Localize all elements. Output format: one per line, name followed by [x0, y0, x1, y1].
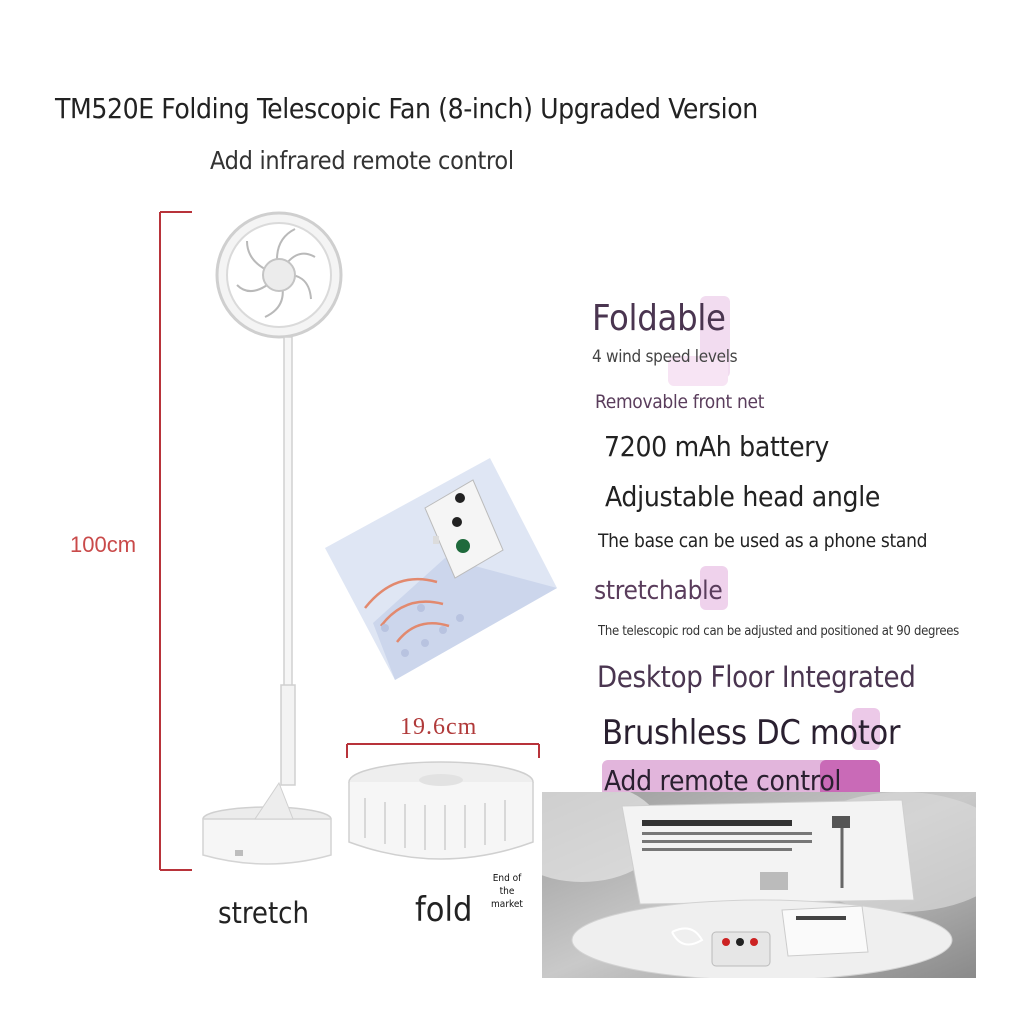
width-dimension-bracket [346, 743, 540, 758]
feature-stretchable: stretchable [594, 576, 723, 606]
package-photo [542, 792, 976, 978]
accent-blob [700, 566, 728, 610]
accent-blob [820, 760, 880, 798]
folded-fan-icon [348, 761, 534, 860]
feature-battery: 7200 mAh battery [604, 430, 829, 463]
feature-telescopic-rod: The telescopic rod can be adjusted and p… [598, 624, 959, 639]
accent-blob [852, 708, 880, 750]
feature-brushless-motor: Brushless DC motor [602, 713, 901, 753]
infrared-signal-icon [364, 577, 450, 643]
remote-control-panel [325, 458, 557, 680]
height-dimension-bracket [159, 211, 192, 871]
feature-wind-speed: 4 wind speed levels [592, 347, 738, 367]
standing-fan-icon [202, 211, 343, 865]
fold-caption: fold [415, 890, 473, 930]
accent-blob [668, 356, 728, 386]
feature-remote-control: Add remote control [604, 764, 842, 797]
height-dimension-label: 100cm [70, 532, 137, 557]
feature-phone-stand: The base can be used as a phone stand [598, 530, 928, 552]
page-subtitle: Add infrared remote control [210, 146, 514, 175]
market-note: End of the market [491, 873, 523, 910]
feature-desktop-floor: Desktop Floor Integrated [597, 660, 916, 694]
stretch-caption: stretch [218, 896, 310, 930]
feature-foldable: Foldable [592, 298, 726, 339]
remote-control-icon [424, 479, 504, 579]
feature-head-angle: Adjustable head angle [605, 480, 881, 513]
feature-front-net: Removable front net [595, 391, 765, 413]
width-dimension-label: 19.6cm [400, 714, 478, 740]
page-title: TM520E Folding Telescopic Fan (8-inch) U… [55, 92, 758, 125]
